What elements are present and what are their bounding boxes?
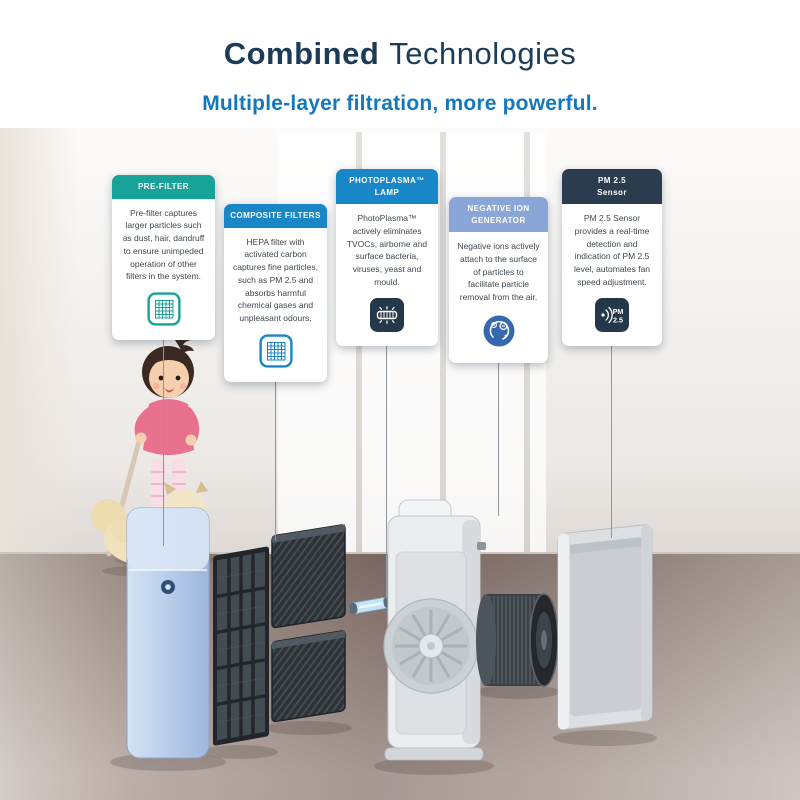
uv-lamp-icon	[370, 297, 404, 332]
card-pm25-sensor: PM 2.5 Sensor PM 2.5 Sensor provides a r…	[562, 169, 662, 346]
connector-photoplasma-lamp	[386, 181, 387, 598]
exploded-product-view	[110, 499, 657, 775]
power-switch	[477, 542, 486, 550]
blower-wheel-part	[476, 593, 559, 687]
card-photoplasma-lamp-title: PHOTOPLASMA™ LAMP	[336, 169, 438, 205]
card-pm25-sensor-title: PM 2.5 Sensor	[562, 169, 662, 205]
composite-filter-top-part	[271, 524, 346, 629]
card-pre-filter: PRE-FILTER Pre-filter captures larger pa…	[112, 175, 215, 341]
connector-pm25-sensor	[611, 181, 612, 538]
page-subtitle: Multiple-layer filtration, more powerful…	[202, 92, 598, 115]
page-title: Combined Technologies	[0, 36, 800, 72]
connector-pre-filter	[163, 186, 164, 546]
main-body-part	[383, 499, 486, 761]
photoplasma-lamp-part	[348, 596, 393, 615]
page-title-primary: Combined	[223, 36, 380, 71]
pm25-icon-text-line2: 2.5	[613, 315, 623, 324]
mesh-filter-icon	[258, 334, 293, 368]
card-pm25-sensor-body: PM 2.5 Sensor provides a real-time detec…	[573, 213, 651, 287]
card-composite-filters-body: HEPA filter with activated carbon captur…	[232, 236, 319, 324]
composite-filter-bottom-part	[271, 630, 346, 723]
card-pre-filter-body: Pre-filter captures larger particles suc…	[122, 207, 205, 282]
left-wall	[0, 128, 80, 554]
page-title-secondary: Technologies	[389, 36, 577, 71]
card-negative-ion-generator: NEGATIVE ION GENERATOR Negative ions act…	[449, 197, 548, 363]
card-negative-ion-generator-body: Negative ions actively attach to the sur…	[457, 241, 540, 303]
pm25-icon-text-line1: PM	[613, 307, 624, 316]
fan-intake	[383, 598, 479, 694]
mesh-filter-icon	[146, 292, 181, 326]
pre-filter-part	[213, 546, 269, 746]
card-photoplasma-lamp-body: PhotoPlasma™ actively eliminates TVOCs, …	[346, 213, 428, 287]
card-composite-filters-title: COMPOSITE FILTERS	[224, 204, 327, 228]
pm25-sensor-icon: PM 2.5	[595, 297, 629, 332]
card-negative-ion-generator-title: NEGATIVE ION GENERATOR	[449, 197, 548, 233]
front-panel-part	[126, 507, 210, 759]
negative-ion-icon	[483, 315, 514, 347]
card-pre-filter-title: PRE-FILTER	[112, 175, 215, 199]
card-photoplasma-lamp: PHOTOPLASMA™ LAMP PhotoPlasma™ actively …	[336, 169, 438, 346]
card-composite-filters: COMPOSITE FILTERS HEPA filter with activ…	[224, 204, 327, 382]
rear-housing-part	[557, 524, 653, 730]
